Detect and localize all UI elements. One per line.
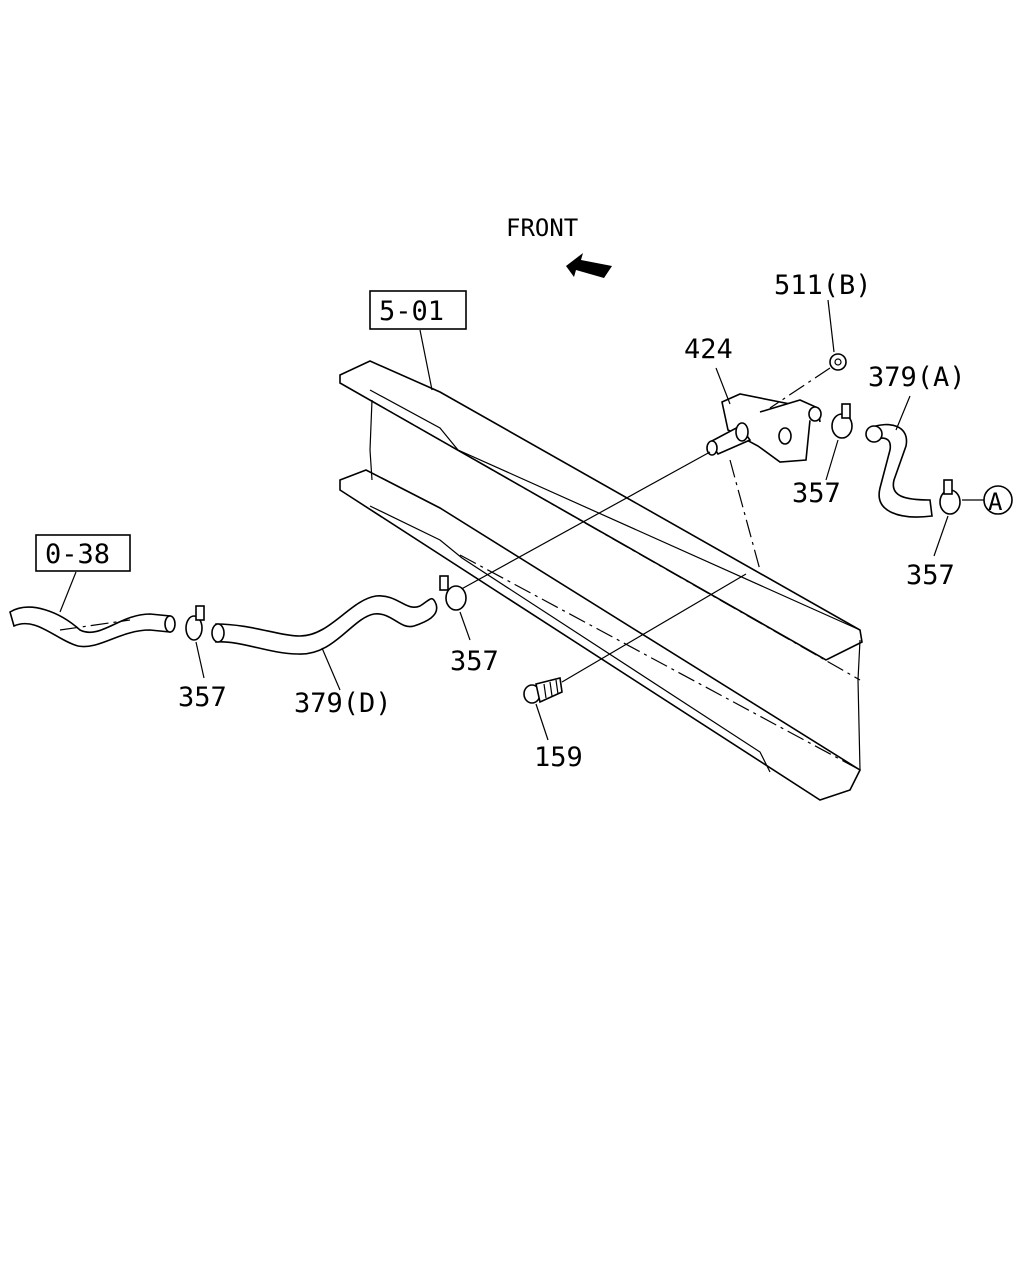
hose-379a	[869, 423, 933, 518]
front-label: FRONT	[506, 214, 578, 242]
frame-ref-label: 5-01	[379, 296, 444, 327]
bracket-424	[706, 393, 822, 463]
part-511b-label: 511(B)	[774, 270, 872, 301]
bolt-159	[523, 677, 563, 704]
part-159-label: 159	[534, 742, 583, 773]
nut-511b	[829, 353, 847, 371]
clamp-357-right	[939, 479, 961, 515]
front-arrow-icon	[566, 253, 612, 278]
clamp-357-middle	[439, 575, 467, 611]
part-357-label-4: 357	[178, 682, 227, 713]
frame-ref-box	[369, 290, 467, 330]
part-357-label-3: 357	[450, 646, 499, 677]
clamp-357-left	[185, 605, 205, 641]
frame-rail	[339, 360, 863, 801]
pipe-0-38	[9, 606, 171, 648]
callout-a-label: A	[988, 488, 1003, 516]
part-379a-label: 379(A)	[868, 362, 966, 393]
pipe-ref-label: 0-38	[45, 539, 110, 570]
hose-379d	[215, 595, 438, 655]
part-379d-label: 379(D)	[294, 688, 392, 719]
part-424-label: 424	[684, 334, 733, 365]
part-357-label-1: 357	[792, 478, 841, 509]
part-357-label-2: 357	[906, 560, 955, 591]
pipe-ref-box	[35, 534, 131, 572]
clamp-357-upper	[831, 403, 853, 439]
